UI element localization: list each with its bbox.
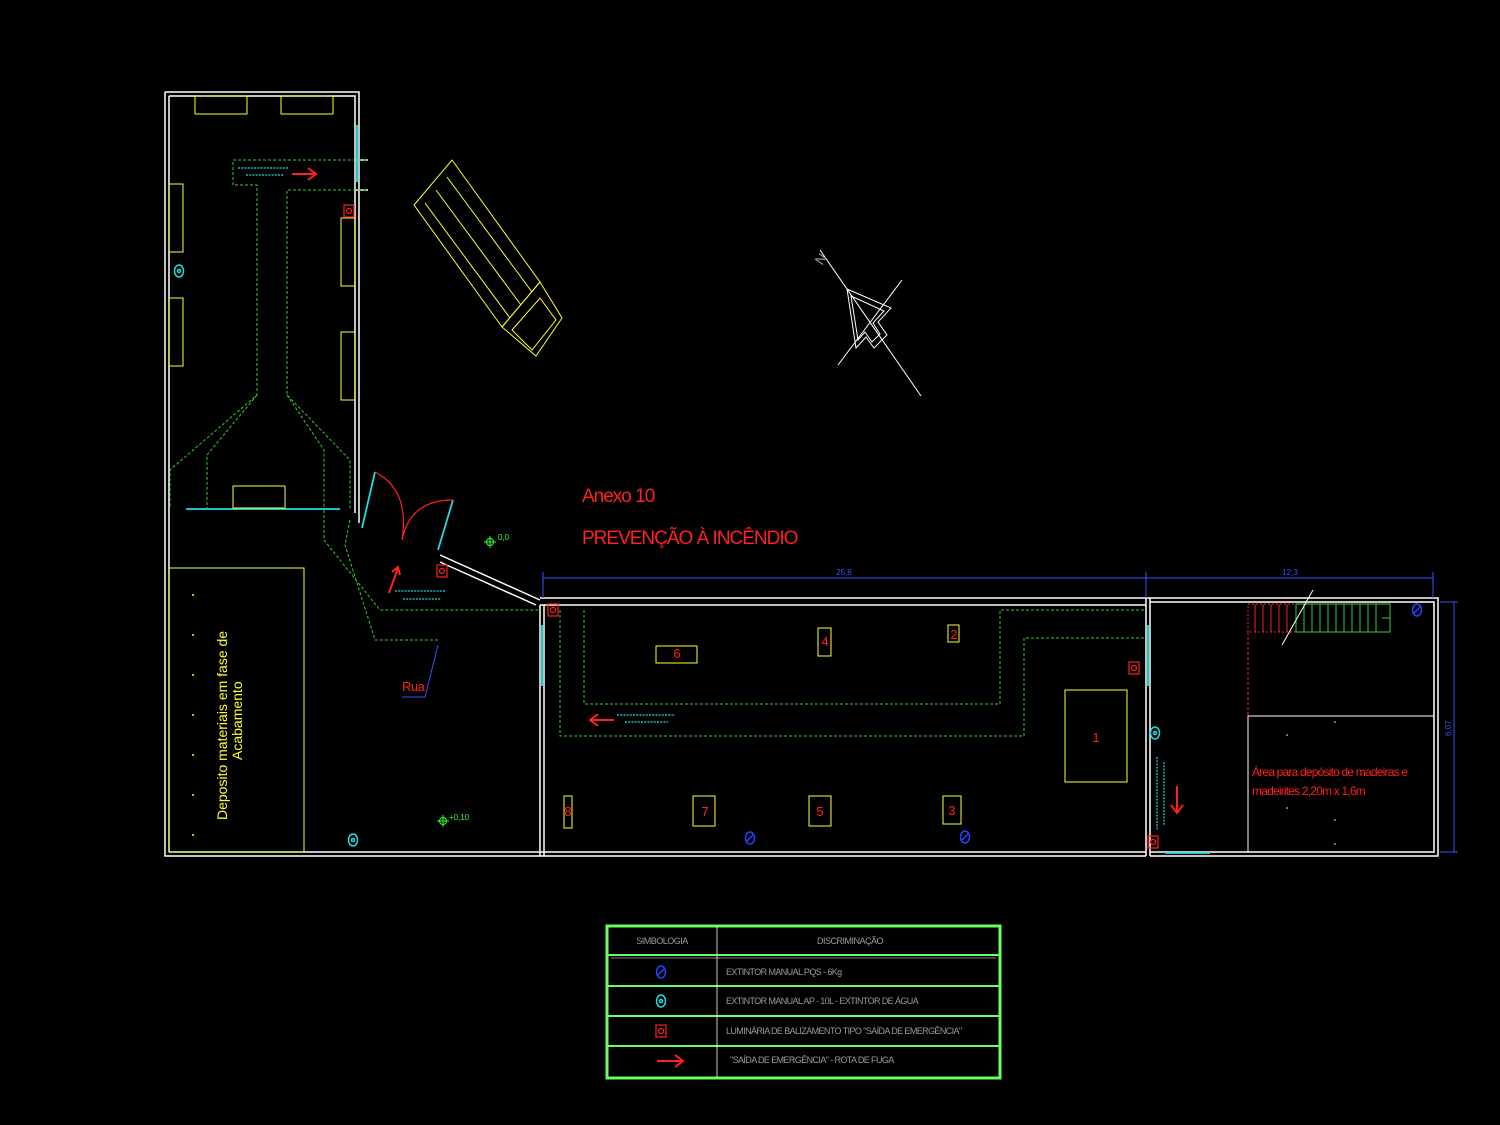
- legend-row-1: EXTINTOR MANUAL PQS - 6Kg: [655, 965, 843, 979]
- table-1: [1064, 689, 1128, 783]
- table-2: [947, 624, 960, 643]
- extinguisher-water-icon: [347, 833, 359, 847]
- extinguisher-pqs-icon: [744, 831, 756, 845]
- deposit-dots: [192, 594, 194, 836]
- table-6: [655, 645, 698, 664]
- deposit-area: [168, 567, 305, 853]
- table-7: [692, 795, 716, 827]
- table-8: [563, 795, 573, 829]
- level-marker-b: +0,10: [437, 813, 470, 827]
- legend-row-4-text: "SAÍDA DE EMERGÊNCIA" - ROTA DE FUGA: [730, 1055, 894, 1065]
- wood-deposit-area: [1247, 715, 1435, 853]
- escape-route-arrow-icon: [1170, 786, 1184, 815]
- door-entrance-right: [437, 499, 454, 551]
- bench-left-wing: [232, 485, 286, 509]
- shelf-right-1: [340, 217, 356, 287]
- level-marker-a: 0,0: [484, 533, 510, 548]
- table-numbers: 1 2 3 4 5 6 7 8: [564, 627, 1099, 819]
- extinguisher-water-icon: [173, 264, 185, 278]
- subject-title: PREVENÇÃO À INCÊNDIO: [582, 527, 798, 549]
- wood-area-label-line1: Área para depósito de madeiras e: [1252, 764, 1408, 779]
- compass-north-label: N: [811, 250, 830, 267]
- shelf-left-1: [168, 183, 184, 253]
- exit-sign-icon: [238, 167, 288, 176]
- exit-signs: [238, 167, 1165, 830]
- street-leader-line: [402, 644, 439, 698]
- extinguisher-water-icon: [655, 994, 667, 1008]
- table-6-label: 6: [673, 646, 680, 661]
- table-5: [808, 795, 832, 827]
- door-entrance-left: [361, 471, 376, 529]
- legend-row-4: "SAÍDA DE EMERGÊNCIA" - ROTA DE FUGA: [657, 1054, 895, 1068]
- building-walls: [164, 91, 1439, 857]
- legend-header-symbol: SIMBOLOGIA: [636, 936, 688, 946]
- table-7-label: 7: [701, 804, 708, 819]
- dimension-lines: [542, 572, 1458, 853]
- shelf-right-2: [340, 331, 356, 401]
- deposit-label-line1: Deposito materiais em fase de: [214, 631, 230, 820]
- dimension-main-length: 25,6: [836, 568, 852, 577]
- shelf-top-2: [280, 95, 334, 115]
- emergency-light-icon: [343, 204, 355, 218]
- escape-route-arrow-icon: [292, 167, 318, 181]
- workshop-tables: [563, 624, 1128, 829]
- street-label: Rua: [402, 679, 426, 694]
- legend-row-2-text: EXTINTOR MANUAL AP - 10L - EXTINTOR DE Á…: [726, 996, 919, 1006]
- legend-header-description: DISCRIMINAÇÃO: [817, 936, 884, 946]
- table-1-label: 1: [1092, 730, 1099, 745]
- north-compass: [819, 249, 922, 397]
- emergency-light-icon: [655, 1024, 667, 1038]
- annex-stairs: [1247, 589, 1391, 646]
- table-5-label: 5: [816, 804, 823, 819]
- level-b-value: +0,10: [449, 813, 470, 822]
- emergency-light-icon: [547, 603, 559, 617]
- extinguishers: [173, 264, 1423, 847]
- doors: [186, 125, 1210, 854]
- extinguisher-water-icon: [1149, 726, 1161, 740]
- escape-route-arrow-icon: [388, 565, 401, 594]
- escape-route-arrow-icon: [657, 1054, 685, 1068]
- emergency-lights: [343, 204, 1159, 849]
- legend-row-2: EXTINTOR MANUAL AP - 10L - EXTINTOR DE Á…: [655, 994, 919, 1008]
- legend-row-3-text: LUMINÁRIA DE BALIZAMENTO TIPO "SAÍDA DE …: [726, 1026, 962, 1036]
- table-3: [942, 795, 962, 825]
- annex-title: Anexo 10: [582, 486, 655, 507]
- left-wing-furniture: [168, 95, 356, 853]
- level-a-value: 0,0: [498, 533, 510, 542]
- table-3-label: 3: [948, 803, 955, 818]
- wood-area-label-line2: madeirites 2,20m x 1,6m: [1252, 784, 1366, 798]
- wood-area-dots: [1286, 721, 1336, 845]
- emergency-light-icon: [1147, 835, 1159, 849]
- escape-route-lines: [169, 159, 1146, 737]
- dimension-side-length: 12,3: [1282, 568, 1298, 577]
- shelf-top-1: [194, 95, 248, 115]
- extinguisher-pqs-icon: [1411, 603, 1423, 617]
- extinguisher-pqs-icon: [959, 830, 971, 844]
- deposit-label-line2: Acabamento: [229, 681, 245, 760]
- emergency-light-icon: [1128, 661, 1140, 675]
- legend-row-1-text: EXTINTOR MANUAL PQS - 6Kg: [726, 967, 842, 977]
- legend-row-3: LUMINÁRIA DE BALIZAMENTO TIPO "SAÍDA DE …: [655, 1024, 963, 1038]
- truck-drawing: [413, 159, 563, 357]
- emergency-light-icon: [436, 564, 448, 578]
- table-4: [817, 627, 832, 657]
- exit-sign-icon: [617, 714, 675, 723]
- escape-arrows: [292, 167, 1184, 815]
- table-4-label: 4: [821, 634, 828, 649]
- escape-route-arrow-icon: [588, 713, 614, 727]
- exit-sign-icon: [1156, 757, 1165, 830]
- table-8-label: 8: [564, 804, 571, 819]
- door-swings: [374, 471, 454, 541]
- legend-table: SIMBOLOGIA DISCRIMINAÇÃO EXTINTOR MANUAL…: [605, 924, 1002, 1080]
- shelf-left-2: [168, 297, 184, 367]
- extinguisher-pqs-icon: [655, 965, 667, 979]
- table-2-label: 2: [950, 627, 957, 642]
- exit-sign-icon: [395, 590, 445, 600]
- dimension-height: 6,07: [1444, 720, 1453, 736]
